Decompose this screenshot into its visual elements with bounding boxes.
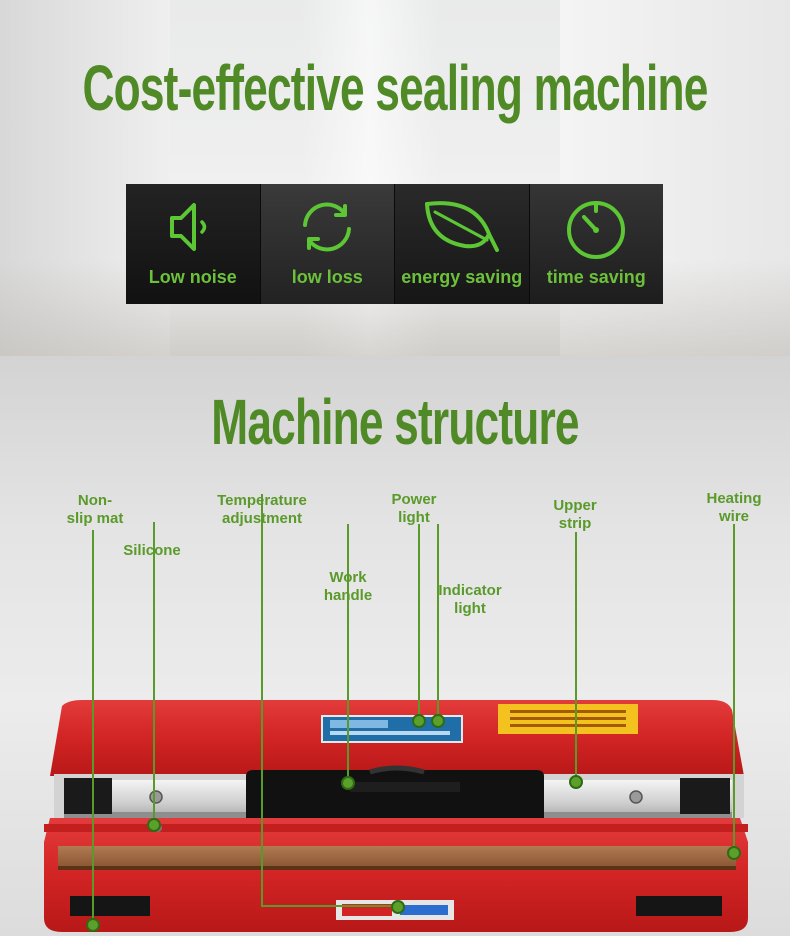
feature-strip: Low noise low loss energy saving time sa… (126, 184, 663, 304)
speaker-icon (169, 203, 206, 251)
callout-heating-wire: Heating wire (706, 490, 762, 525)
feature-label: time saving (546, 267, 646, 287)
feature-label: Low noise (148, 267, 237, 287)
callout-work-handle: Work handle (323, 569, 373, 604)
structure-title: Machine structure (211, 387, 579, 459)
callout-upper-strip: Upper strip (553, 497, 597, 532)
callout-silicone: Silicone (123, 542, 181, 559)
feature-low-noise: Low noise (126, 184, 261, 304)
callout-non-slip-mat: Non- slip mat (66, 492, 124, 527)
callout-temperature-adjustment: Temperature adjustment (217, 492, 307, 527)
feature-energy-saving: energy saving (395, 184, 530, 304)
timer-icon (567, 201, 626, 259)
page-title: Cost-effective sealing machine (82, 53, 708, 125)
sealing-machine-illustration (44, 700, 748, 932)
hero-section (0, 0, 790, 356)
callout-power-light: Power light (391, 491, 437, 526)
feature-low-loss: low loss (260, 184, 395, 304)
feature-label: energy saving (401, 267, 523, 287)
refresh-icon (303, 202, 352, 252)
feature-label: low loss (291, 267, 363, 287)
leaf-icon (424, 201, 499, 252)
callout-indicator-light: Indicator light (438, 582, 502, 617)
feature-time-saving: time saving (529, 184, 663, 304)
